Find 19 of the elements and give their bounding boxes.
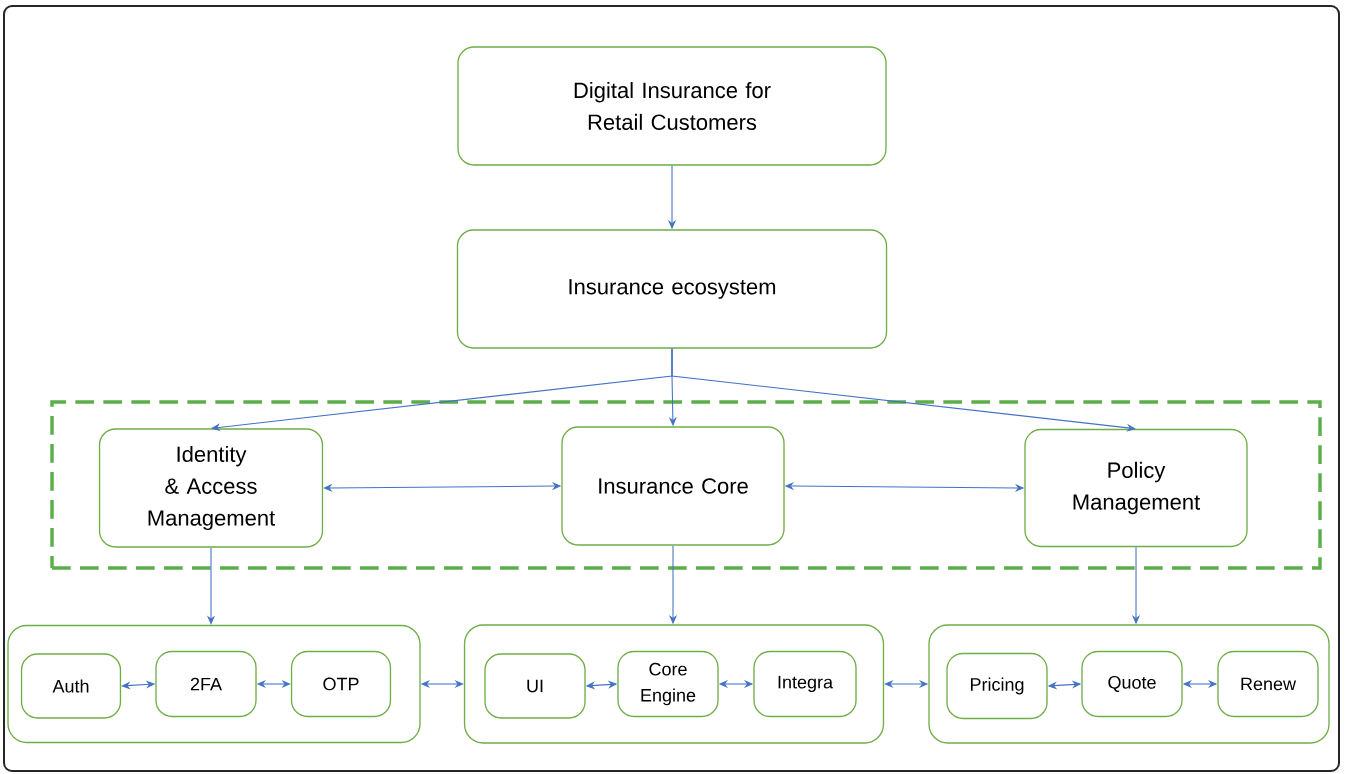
process-box: Pricing [946,652,1048,720]
process-box: UI [484,653,586,719]
process-box: Auth [20,653,122,719]
dashed-group-box [50,400,1322,570]
process-box: OTP [290,650,392,718]
group-box [928,624,1330,744]
process-box: Integra [753,650,857,718]
process-box: 2FA [155,650,257,718]
group-box [463,624,885,744]
group-box [7,624,421,744]
process-box: Quote [1081,650,1183,718]
process-box: Digital Insurance for Retail Customers [457,46,887,166]
process-box: Insurance ecosystem [456,229,888,349]
process-box: Policy Management [1024,428,1248,548]
process-box: Identity & Access Management [98,428,324,548]
arrow [671,348,1136,432]
process-box: Core Engine [617,650,719,718]
process-box: Insurance Core [561,426,785,546]
process-box: Renew [1217,650,1319,718]
